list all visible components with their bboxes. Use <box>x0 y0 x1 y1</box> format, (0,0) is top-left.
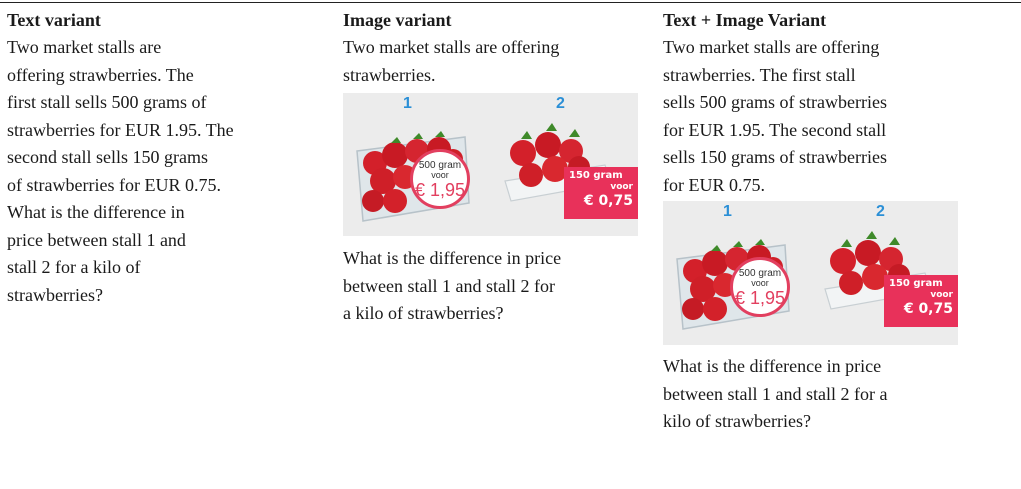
stall-1-number: 1 <box>403 95 412 112</box>
text-variant-column: Text variant Two market stalls are offer… <box>7 8 327 309</box>
stall-2-price-badge: 150 gram voor € 0,75 <box>884 275 958 327</box>
question-intro: Two market stalls are offering strawberr… <box>343 37 560 85</box>
stall-1-number: 1 <box>723 203 732 220</box>
stall-1-weight: 500 gram <box>418 160 462 171</box>
stall-2-voor: voor <box>610 182 633 192</box>
column-heading: Image variant <box>343 10 452 30</box>
text-image-variant-column: Text + Image Variant Two market stalls a… <box>663 8 983 436</box>
stall-2-price-badge: 150 gram voor € 0,75 <box>564 167 638 219</box>
stall-1-price: € 1,95 <box>414 180 466 200</box>
stall-2-weight: 150 gram <box>889 278 943 289</box>
question-intro: Two market stalls are offering strawberr… <box>663 37 887 195</box>
stall-2-price: € 0,75 <box>583 193 633 209</box>
stall-1-price-badge: 500 gram voor € 1,95 <box>410 149 470 209</box>
question-text: What is the difference in price between … <box>663 356 888 431</box>
image-variant-column: Image variant Two market stalls are offe… <box>343 8 643 328</box>
question-text: Two market stalls are offering strawberr… <box>7 37 234 305</box>
strawberry-stalls-image: 1 2 500 gram voor € 1,95 150 gram voor €… <box>343 93 638 236</box>
stall-2-weight: 150 gram <box>569 170 623 181</box>
stall-2-number: 2 <box>876 203 885 220</box>
stall-1-weight: 500 gram <box>738 268 782 279</box>
stall-1-price-badge: 500 gram voor € 1,95 <box>730 257 790 317</box>
top-rule <box>0 2 1021 3</box>
stall-1-voor: voor <box>751 278 769 288</box>
column-heading: Text variant <box>7 10 101 30</box>
stall-1-voor: voor <box>431 170 449 180</box>
question-text: What is the difference in price between … <box>343 248 562 323</box>
strawberries-2 <box>510 123 590 187</box>
stall-2-price: € 0,75 <box>903 301 953 317</box>
stall-2-number: 2 <box>556 95 565 112</box>
stall-2-voor: voor <box>930 290 953 300</box>
column-heading: Text + Image Variant <box>663 10 827 30</box>
stall-1-price: € 1,95 <box>734 288 786 308</box>
strawberry-stalls-image: 1 2 500 gram voor € 1,95 150 gram voor €… <box>663 201 958 345</box>
